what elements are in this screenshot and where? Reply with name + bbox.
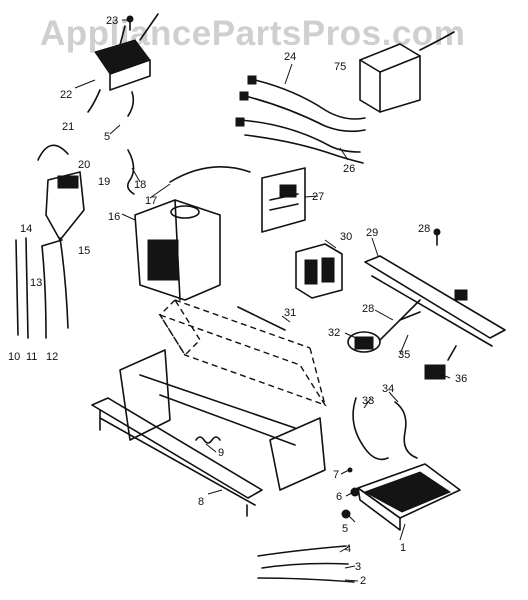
- spring-part: [195, 436, 221, 444]
- leader-lines: [74, 19, 451, 582]
- callout-21: 21: [62, 121, 74, 133]
- clip-part-21: [37, 144, 69, 161]
- callout-14: 14: [20, 223, 32, 235]
- callout-15: 15: [78, 245, 90, 257]
- callout-11: 11: [26, 351, 37, 363]
- callout-29: 29: [366, 227, 378, 239]
- callout-23: 23: [106, 15, 118, 27]
- callout-9: 9: [218, 447, 224, 459]
- drive-motor-32: [347, 299, 421, 353]
- callout-28a: 28: [418, 223, 430, 235]
- callout-18: 18: [134, 179, 146, 191]
- callout-32: 32: [328, 327, 340, 339]
- callout-22: 22: [60, 89, 72, 101]
- callout-17: 17: [145, 195, 157, 207]
- screw-part-5: [341, 509, 351, 519]
- callout-5a: 5: [104, 131, 110, 143]
- cover-part-75: [359, 31, 455, 113]
- callout-10: 10: [8, 351, 20, 363]
- cord-part-34: [394, 401, 418, 459]
- callout-8: 8: [198, 496, 204, 508]
- label-plate-27: [261, 167, 306, 233]
- bracket-29: [364, 255, 506, 347]
- switch-part-36: [424, 345, 457, 380]
- callout-34: 34: [382, 383, 394, 395]
- pin-part-31: [237, 306, 286, 331]
- callout-31: 31: [284, 307, 296, 319]
- callout-5b: 5: [342, 523, 348, 535]
- callout-13: 13: [30, 277, 42, 289]
- wire-part-18: [126, 149, 135, 195]
- housing-part-20: [45, 171, 85, 241]
- base-rail: [91, 397, 263, 517]
- callout-75: 75: [334, 61, 346, 73]
- callout-36: 36: [455, 373, 467, 385]
- callout-2: 2: [360, 575, 366, 587]
- callout-27: 27: [312, 191, 324, 203]
- transformer-30: [295, 243, 343, 299]
- callout-labels: 23 22 5 21 20 19 18 17 16 14 15 13 10 11…: [8, 15, 467, 587]
- screw-part-28: [433, 228, 441, 246]
- screw-part-23: [126, 15, 134, 31]
- callout-28b: 28: [362, 303, 374, 315]
- callout-26: 26: [343, 163, 355, 175]
- callout-4: 4: [345, 543, 351, 555]
- chassis-frame: [119, 298, 327, 491]
- motor-assembly-16: [134, 199, 221, 301]
- callout-33: 33: [362, 395, 374, 407]
- callout-35: 35: [398, 349, 410, 361]
- cord-part-33: [352, 397, 389, 461]
- callout-16: 16: [108, 211, 120, 223]
- washer-part-6: [350, 487, 360, 497]
- switch-block-22: [87, 13, 159, 117]
- callout-19: 19: [98, 176, 110, 188]
- cable-part-17: [169, 166, 251, 183]
- callout-24: 24: [284, 51, 296, 63]
- callout-6: 6: [336, 491, 342, 503]
- wire-set-2-4: [257, 545, 355, 583]
- callout-3: 3: [355, 561, 361, 573]
- callout-12: 12: [46, 351, 58, 363]
- control-board-1: [357, 463, 461, 531]
- rod-set-10-15: [15, 237, 69, 339]
- wire-harness-24-26: [235, 75, 366, 164]
- callout-7: 7: [333, 469, 339, 481]
- callout-1: 1: [400, 542, 406, 554]
- callout-20: 20: [78, 159, 90, 171]
- callout-30: 30: [340, 231, 352, 243]
